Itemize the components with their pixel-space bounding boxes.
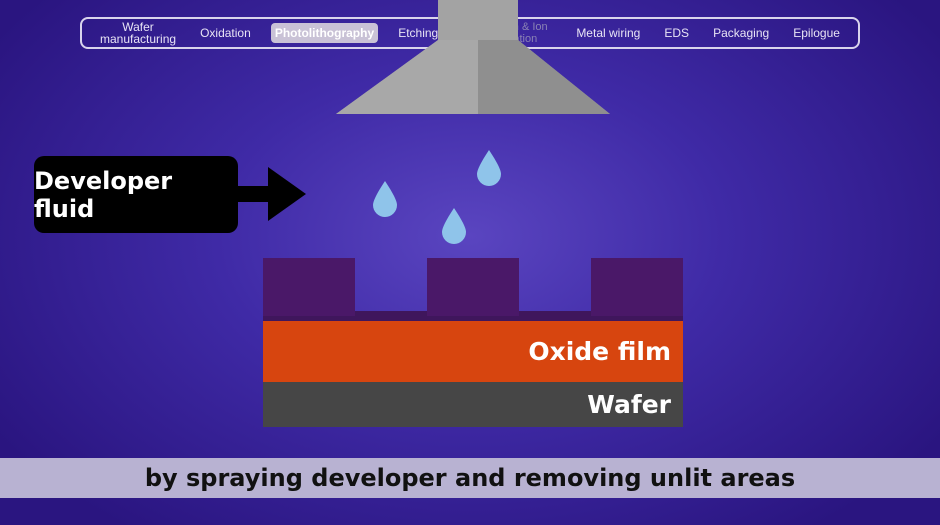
wafer-layer: Wafer: [263, 382, 683, 427]
subtitle-bar: by spraying developer and removing unlit…: [0, 458, 940, 498]
nav-item-eds[interactable]: EDS: [664, 26, 690, 40]
oxide-film-label: Oxide film: [528, 337, 671, 366]
photoresist-block: [263, 258, 355, 316]
nav-item-etching[interactable]: Etching: [398, 26, 439, 40]
oxide-film-layer: Oxide film: [263, 321, 683, 382]
developer-droplets: [373, 150, 501, 244]
droplet-icon: [442, 208, 466, 244]
droplet-icon: [477, 150, 501, 186]
photoresist-base-layer: [263, 311, 683, 321]
developer-fluid-text: Developer fluid: [34, 166, 173, 223]
nav-item-oxidation[interactable]: Oxidation: [200, 26, 251, 40]
photoresist-block: [427, 258, 519, 316]
nav-item-packaging[interactable]: Packaging: [713, 26, 770, 40]
subtitle-text: by spraying developer and removing unlit…: [144, 464, 796, 492]
nav-item-wafer-manufacturing[interactable]: Wafer manufacturing: [100, 20, 177, 46]
wafer-label: Wafer: [587, 390, 671, 419]
nav-item-epilogue[interactable]: Epilogue: [793, 26, 840, 40]
developer-nozzle-icon: [336, 0, 610, 114]
photoresist-block: [591, 258, 683, 316]
developer-fluid-label: Developer fluid: [34, 156, 238, 233]
droplet-icon: [373, 181, 397, 217]
nav-item-photolithography[interactable]: Photolithography: [270, 23, 379, 43]
nav-item-metal-wiring[interactable]: Metal wiring: [576, 26, 641, 40]
arrow-right-icon: [238, 167, 306, 221]
